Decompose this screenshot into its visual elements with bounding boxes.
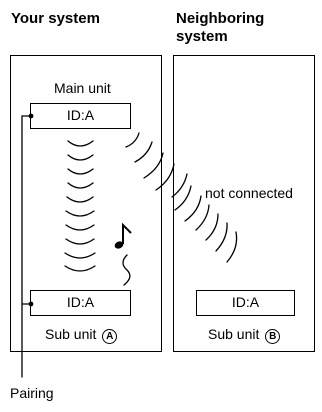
neighboring-system-title: Neighboring system: [176, 10, 265, 45]
pairing-label: Pairing: [10, 385, 54, 401]
main-unit-label: Main unit: [54, 80, 111, 96]
sub-unit-b-id-box: ID:A: [196, 290, 295, 316]
main-unit-id-box: ID:A: [30, 103, 131, 129]
circled-a-marker: A: [102, 329, 118, 344]
not-connected-label: not connected: [205, 185, 293, 201]
circled-b-marker: B: [265, 329, 281, 344]
sub-unit-b-label: Sub unit B: [208, 326, 281, 344]
sub-unit-b-text: Sub unit: [208, 326, 260, 342]
sub-unit-a-text: Sub unit: [45, 326, 97, 342]
sub-unit-a-label: Sub unit A: [45, 326, 118, 344]
your-system-title: Your system: [11, 10, 100, 27]
sub-unit-a-id-box: ID:A: [30, 290, 131, 316]
